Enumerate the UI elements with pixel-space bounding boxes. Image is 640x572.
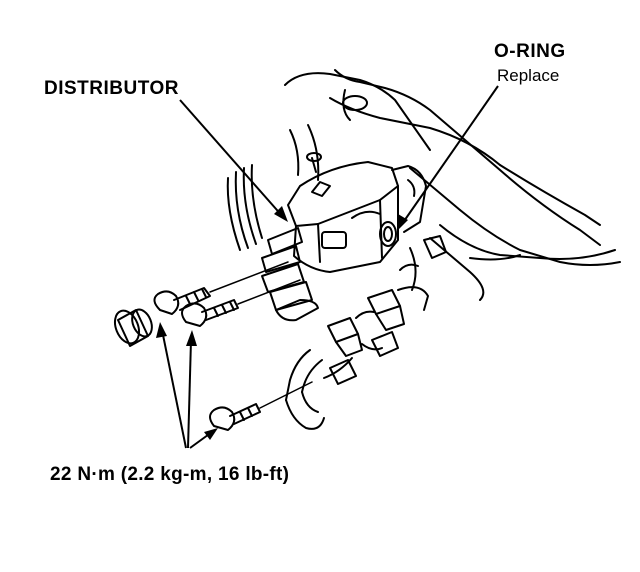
leader-arrows [161,85,499,449]
arrowhead-bolt-upper [156,322,167,338]
mounting-bolt-lower [209,403,261,431]
torque-leader-line-1 [161,329,187,449]
distributor-label: DISTRIBUTOR [44,78,179,99]
mounting-bolt-middle [181,299,239,327]
oring-replace-note: Replace [497,66,560,85]
oring-label: O-RING [494,41,566,62]
bolt-cap [113,308,153,347]
torque-spec-label: 22 N·m (2.2 kg-m, 16 lb-ft) [50,464,290,485]
oring-leader-line [401,85,499,225]
distributor-cap-leads [261,227,319,322]
torque-leader-line-2 [187,339,192,449]
distributor-connectors [285,235,447,430]
arrowhead-oring [398,214,408,230]
distributor-leader-line [179,99,285,219]
wiring-harness [226,164,263,251]
arrowhead-bolt-middle [186,330,197,346]
engine-housing [284,69,621,301]
leader-arrowheads [156,206,408,440]
distributor-body [287,152,427,273]
arrowhead-distributor [274,206,288,222]
alignment-lines [209,261,313,409]
arrowhead-bolt-lower [204,428,218,440]
